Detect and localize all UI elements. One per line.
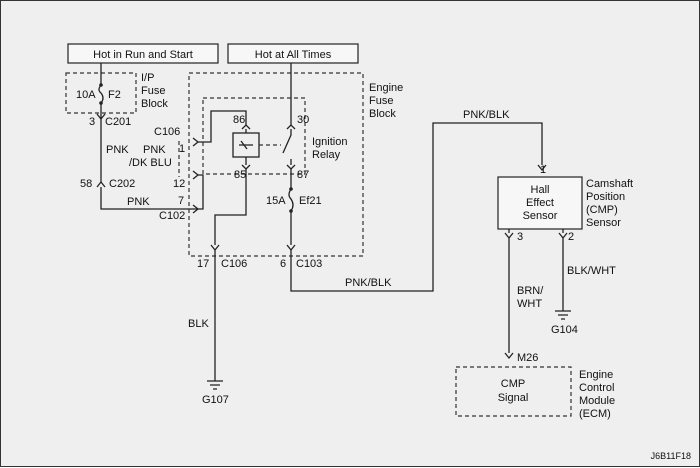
c106-lower-label: C106 [221,258,247,270]
c106-pin12-symbol [192,170,200,180]
cmp-sensor-label-3: (CMP) [586,204,618,216]
c106-pin1-symbol [192,137,200,147]
c106-upper-label: C106 [154,126,180,138]
relay-coil-winding [239,140,253,150]
wire-pnk-blk [290,122,543,292]
ecm-label-1: Engine [579,369,613,381]
c201-label: C201 [105,116,131,128]
figure-id: J6B11F18 [651,451,691,461]
cmp-sensor-label-1: Camshaft [586,178,633,190]
wire-internal-c102 [197,174,204,210]
fuse-rating-f2: 10A [76,89,96,101]
c202-pin: 58 [80,178,92,190]
cmp-pin3: 3 [517,231,523,243]
engine-fuse-block-label-1: Engine [369,82,403,94]
wire-label-blk-wht: BLK/WHT [567,265,616,277]
fuse-ef21-symbol [288,169,294,245]
c106-lower-pin: 17 [197,258,209,270]
ignition-relay-label-2: Relay [312,149,341,161]
hall-effect-label-3: Sensor [523,210,558,222]
fuse-name-ef21: Ef21 [299,195,322,207]
relay-pin-87: 87 [297,169,309,181]
wire-relay-85 [214,169,247,245]
ip-fuse-block-label-3: Block [141,98,168,110]
ip-fuse-block-label-1: I/P [141,72,154,84]
connector-c103-symbol [286,244,296,252]
cmp-pin1-symbol [537,164,547,172]
ecm-label-3: Module [579,395,615,407]
c102-pin: 7 [178,195,184,207]
hall-effect-label-1: Hall [531,184,550,196]
wire-label-brn-wht-1: BRN/ [517,285,544,297]
hot-in-run-and-start-label: Hot in Run and Start [67,43,219,64]
c103-label: C103 [296,258,322,270]
relay-pin-86: 86 [233,114,245,126]
wire-label-blk: BLK [188,318,209,330]
engine-fuse-block-label-3: Block [369,108,396,120]
ecm-label-4: (ECM) [579,408,611,420]
wire-label-pnk-dk-blu-1: PNK [143,144,166,156]
wire-label-brn-wht-2: WHT [517,298,542,310]
c106-pin1: 1 [179,143,185,155]
connector-c106-lower-symbol [210,244,220,252]
ground-g104-label: G104 [551,324,578,336]
fuse-f2-symbol [98,63,104,118]
ground-g107-label: G107 [202,394,229,406]
cmp-pin2-symbol [558,229,568,240]
cmp-sensor-label-2: Position [586,191,625,203]
ground-g107-icon [207,380,223,390]
c102-label: C102 [159,210,185,222]
wire-label-pnk-blk-upper: PNK/BLK [463,109,510,121]
fuse-rating-ef21: 15A [266,195,286,207]
ignition-relay-outline [202,97,306,175]
wire-pnk-2 [100,187,197,210]
ecm-label-2: Control [579,382,614,394]
hall-effect-sensor-box [497,176,583,230]
relay-30-terminal [286,124,296,130]
m26-label: M26 [517,352,538,364]
relay-switch-icon [282,129,292,165]
hall-effect-label-2: Effect [526,197,554,209]
wire-label-pnk-blk-lower: PNK/BLK [345,277,392,289]
wire-label-pnk-1: PNK [106,144,129,156]
svg-text:Hot at All Times: Hot at All Times [255,49,332,61]
c202-label: C202 [109,178,135,190]
cmp-pin2: 2 [568,231,574,243]
ground-g104-icon [555,310,571,320]
ecm-box-label-1: CMP [501,378,525,390]
ecm-box-label-2: Signal [498,392,529,404]
c106-pin12: 12 [173,178,185,190]
ecm-outline [455,366,572,417]
relay-87-terminal [286,164,296,170]
c103-pin: 6 [280,258,286,270]
cmp-sensor-label-4: Sensor [586,217,621,229]
hot-at-all-times-label: Hot at All Times [227,43,359,64]
svg-text:Hot in Run and Start: Hot in Run and Start [93,49,193,61]
connector-c202-symbol [96,180,106,188]
relay-86-terminal [241,124,251,130]
ignition-relay-label-1: Ignition [312,136,347,148]
c201-pin: 3 [89,116,95,128]
relay-pin-30: 30 [297,114,309,126]
wire-label-pnk-2: PNK [127,196,150,208]
wire-label-pnk-dk-blu-2: /DK BLU [129,157,172,169]
engine-fuse-block-outline [188,72,364,257]
wire-relay-86 [198,110,247,143]
engine-fuse-block-label-2: Fuse [369,95,393,107]
relay-pin-85: 85 [234,169,246,181]
connector-m26-symbol [504,352,514,360]
ip-fuse-block-label-2: Fuse [141,85,165,97]
cmp-pin3-symbol [504,229,514,240]
fuse-name-f2: F2 [108,89,121,101]
cmp-pin1: 1 [540,164,546,176]
